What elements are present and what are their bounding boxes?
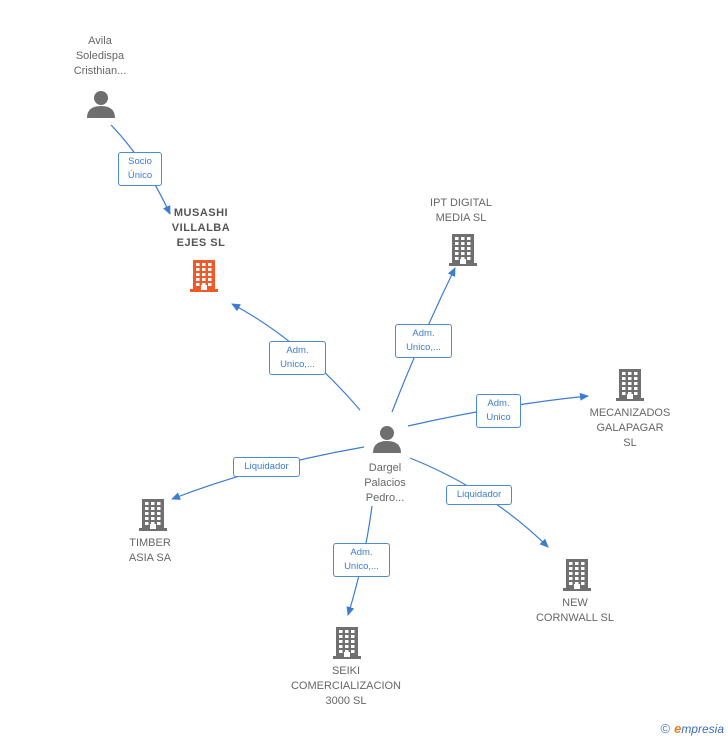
edge-label-dargel-musashi: Adm. Unico,... (269, 341, 326, 375)
copyright-icon: © (660, 721, 671, 736)
building-icon-musashi[interactable] (188, 258, 220, 292)
building-icon-timber[interactable] (137, 497, 169, 531)
building-icon-seiki[interactable] (331, 625, 363, 659)
node-label-seiki[interactable]: SEIKI COMERCIALIZACION 3000 SL (290, 665, 401, 707)
node-label-musashi[interactable]: MUSASHI VILLALBA EJES SL (171, 207, 231, 249)
node-label-ipt[interactable]: IPT DIGITAL MEDIA SL (430, 197, 492, 224)
person-icon-avila[interactable] (86, 89, 116, 119)
node-label-newcornwall[interactable]: NEW CORNWALL SL (535, 597, 615, 624)
edge-label-avila-musashi: Socio Único (118, 152, 162, 186)
building-icon-ipt[interactable] (447, 232, 479, 266)
brand-initial: e (674, 721, 682, 736)
edge-label-dargel-mecanizados: Adm. Unico (476, 394, 521, 428)
edge-label-dargel-timber: Liquidador (233, 457, 300, 477)
building-icon-mecanizados[interactable] (614, 367, 646, 401)
brand-name: mpresia (681, 722, 724, 736)
node-label-dargel[interactable]: Dargel Palacios Pedro... (364, 462, 406, 504)
node-label-avila[interactable]: Avila Soledispa Cristhian... (73, 35, 127, 77)
building-icon-newcornwall[interactable] (561, 557, 593, 591)
node-label-mecanizados[interactable]: MECANIZADOS GALAPAGAR SL (589, 407, 671, 449)
edge-label-dargel-ipt: Adm. Unico,... (395, 324, 452, 358)
brand-footer[interactable]: ©empresia (660, 721, 724, 736)
edge-label-dargel-newcornwall: Liquidador (446, 485, 512, 505)
node-label-timber[interactable]: TIMBER ASIA SA (128, 537, 172, 564)
edge-label-dargel-seiki: Adm. Unico,... (333, 543, 390, 577)
person-icon-dargel[interactable] (372, 424, 402, 454)
